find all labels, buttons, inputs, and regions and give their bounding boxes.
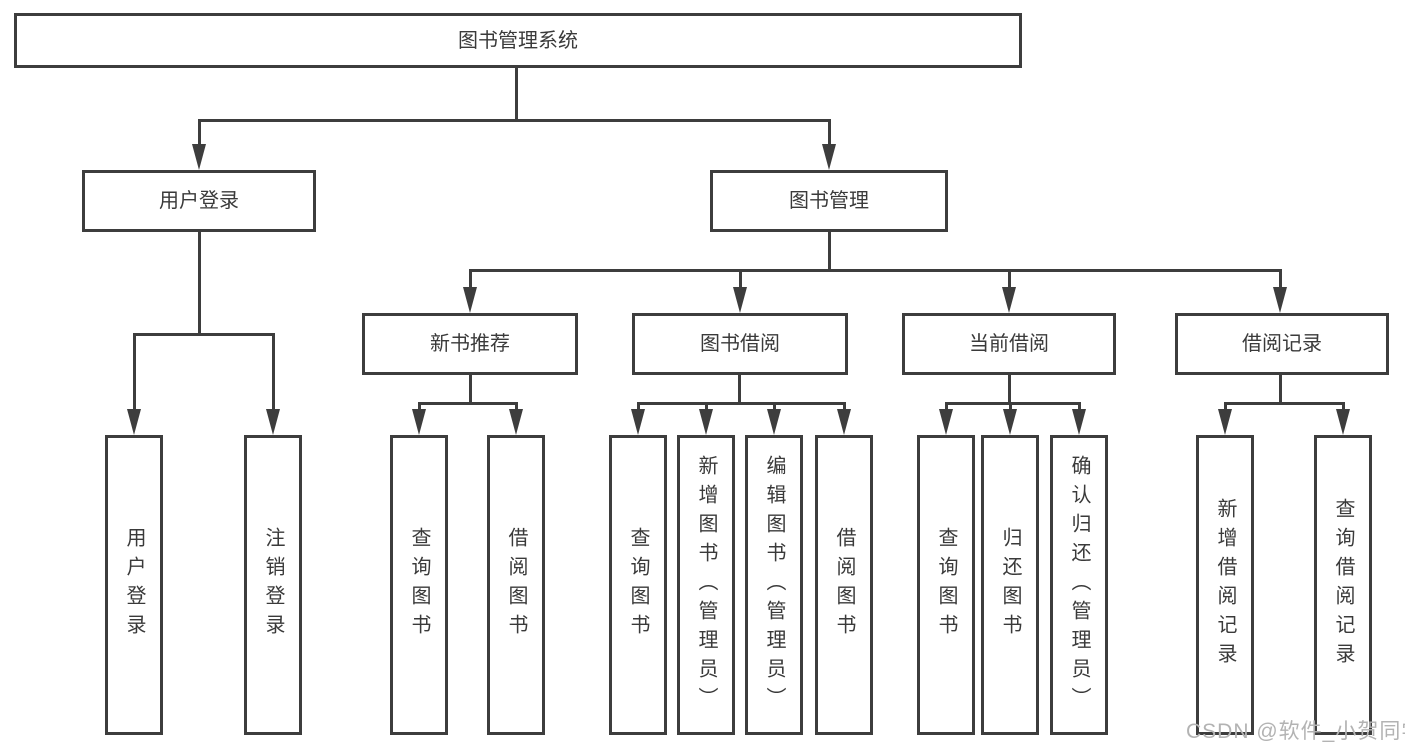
leaf-records-query-borrow-record-label: 查询借阅记录 [1332, 498, 1354, 672]
connector-drop-leaf [1342, 402, 1345, 411]
connector-drop-leaf-logout [272, 333, 275, 411]
leaf-borrow-add-books-admin-label: 新增图书（管理员） [695, 454, 717, 716]
node-root-label: 图书管理系统 [458, 29, 578, 52]
connector-root-bus [198, 119, 831, 122]
arrow-down-icon [733, 287, 747, 313]
leaf-borrow-edit-books-admin: 编辑图书（管理员） [745, 435, 803, 735]
connector-drop-leaf [1009, 402, 1012, 411]
connector-book-management-bus [469, 269, 1281, 272]
node-book-management: 图书管理 [710, 170, 948, 232]
node-book-borrow-label: 图书借阅 [700, 333, 780, 355]
connector-drop-leaf [515, 402, 518, 411]
arrow-down-icon [1336, 409, 1350, 435]
connector-new-book-stem [469, 375, 472, 405]
connector-drop-leaf [705, 402, 708, 411]
leaf-borrow-borrow-books-label: 借阅图书 [833, 527, 855, 643]
connector-book-borrow-stem [738, 375, 741, 405]
connector-user-login-bus [133, 333, 275, 336]
leaf-current-query-books-label: 查询图书 [935, 527, 957, 643]
leaf-borrow-query-books: 查询图书 [609, 435, 667, 735]
leaf-newbook-query-books: 查询图书 [390, 435, 448, 735]
arrow-down-icon [266, 409, 280, 435]
arrow-down-icon [127, 409, 141, 435]
node-book-borrow: 图书借阅 [632, 313, 848, 375]
connector-drop-user-login [198, 119, 201, 146]
arrow-down-icon [1002, 287, 1016, 313]
leaf-user-login: 用户登录 [105, 435, 163, 735]
connector-drop-new-book-recommend [469, 269, 472, 289]
connector-drop-borrow-records [1279, 269, 1282, 289]
leaf-borrow-query-books-label: 查询图书 [627, 527, 649, 643]
node-new-book-recommend: 新书推荐 [362, 313, 578, 375]
leaf-current-return-books-label: 归还图书 [999, 527, 1021, 643]
arrow-down-icon [509, 409, 523, 435]
leaf-records-add-borrow-record: 新增借阅记录 [1196, 435, 1254, 735]
node-current-borrow-label: 当前借阅 [969, 333, 1049, 355]
connector-borrow-records-bus [1224, 402, 1344, 405]
connector-drop-leaf-user-login [133, 333, 136, 411]
connector-current-borrow-bus [945, 402, 1080, 405]
node-user-login: 用户登录 [82, 170, 316, 232]
connector-drop-leaf [418, 402, 421, 411]
leaf-newbook-borrow-books-label: 借阅图书 [505, 527, 527, 643]
node-new-book-recommend-label: 新书推荐 [430, 333, 510, 355]
arrow-down-icon [412, 409, 426, 435]
leaf-newbook-borrow-books: 借阅图书 [487, 435, 545, 735]
leaf-borrow-add-books-admin: 新增图书（管理员） [677, 435, 735, 735]
leaf-current-query-books: 查询图书 [917, 435, 975, 735]
connector-drop-book-management [828, 119, 831, 146]
arrow-down-icon [767, 409, 781, 435]
connector-borrow-records-stem [1279, 375, 1282, 405]
arrow-down-icon [192, 144, 206, 170]
node-current-borrow: 当前借阅 [902, 313, 1116, 375]
leaf-borrow-edit-books-admin-label: 编辑图书（管理员） [763, 454, 785, 716]
arrow-down-icon [822, 144, 836, 170]
watermark-text: CSDN @软件_小贺同学 [1186, 720, 1405, 743]
arrow-down-icon [699, 409, 713, 435]
connector-drop-leaf [773, 402, 776, 411]
leaf-current-confirm-return-admin: 确认归还（管理员） [1050, 435, 1108, 735]
leaf-user-login-label: 用户登录 [123, 527, 145, 643]
leaf-records-query-borrow-record: 查询借阅记录 [1314, 435, 1372, 735]
arrow-down-icon [463, 287, 477, 313]
connector-drop-leaf [945, 402, 948, 411]
leaf-current-return-books: 归还图书 [981, 435, 1039, 735]
node-borrow-records: 借阅记录 [1175, 313, 1389, 375]
connector-drop-leaf [637, 402, 640, 411]
connector-drop-leaf [1224, 402, 1227, 411]
leaf-records-add-borrow-record-label: 新增借阅记录 [1214, 498, 1236, 672]
arrow-down-icon [1003, 409, 1017, 435]
leaf-newbook-query-books-label: 查询图书 [408, 527, 430, 643]
connector-new-book-bus [418, 402, 518, 405]
leaf-borrow-borrow-books: 借阅图书 [815, 435, 873, 735]
connector-user-login-stem [198, 232, 201, 336]
leaf-logout-label: 注销登录 [262, 527, 284, 643]
leaf-logout: 注销登录 [244, 435, 302, 735]
arrow-down-icon [1218, 409, 1232, 435]
connector-drop-leaf [843, 402, 846, 411]
node-user-login-label: 用户登录 [159, 190, 239, 212]
connector-drop-current-borrow [1008, 269, 1011, 289]
leaf-current-confirm-return-admin-label: 确认归还（管理员） [1068, 454, 1090, 716]
connector-root-stem [515, 68, 518, 121]
arrow-down-icon [939, 409, 953, 435]
node-root: 图书管理系统 [14, 13, 1022, 68]
connector-drop-leaf [1078, 402, 1081, 411]
node-borrow-records-label: 借阅记录 [1242, 333, 1322, 355]
connector-current-borrow-stem [1008, 375, 1011, 405]
node-book-management-label: 图书管理 [789, 190, 869, 212]
arrow-down-icon [1072, 409, 1086, 435]
connector-book-management-stem [828, 232, 831, 272]
arrow-down-icon [631, 409, 645, 435]
connector-book-borrow-bus [637, 402, 846, 405]
connector-drop-book-borrow [739, 269, 742, 289]
arrow-down-icon [837, 409, 851, 435]
arrow-down-icon [1273, 287, 1287, 313]
